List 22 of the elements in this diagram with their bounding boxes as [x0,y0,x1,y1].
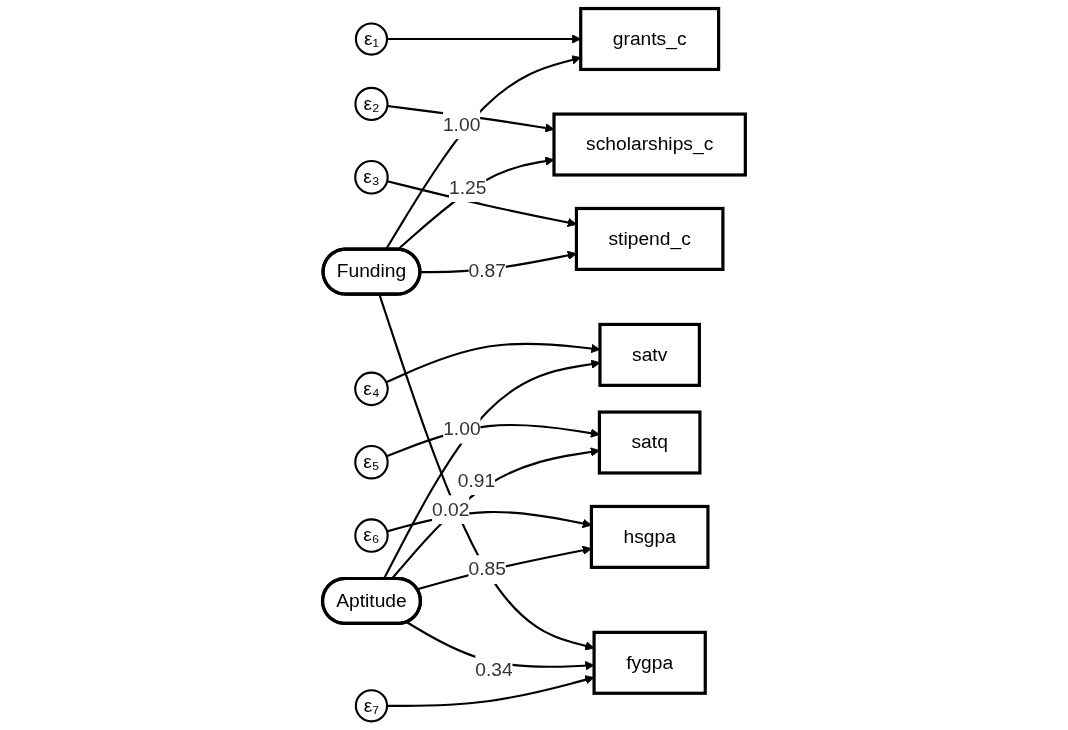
node-box: scholarships_c [552,112,747,177]
node-box: stipend_c [574,206,725,271]
node-box: grants_c [579,6,721,72]
node-circle: ε₂ [354,86,389,122]
node-circle: ε₇ [354,689,389,723]
edge-label: 0.87 [468,260,506,282]
edge-label: 0.34 [475,658,513,680]
node-box: fygpa [592,630,707,695]
node-box: hsgpa [589,504,710,569]
node-circle: ε₆ [354,518,389,553]
node-circle: ε₅ [354,445,389,480]
edge-label: 0.02 [432,498,470,520]
node-box: satv [598,322,701,387]
edge-label: 0.85 [468,558,506,580]
edge-label: 0.91 [457,469,496,491]
edge-label: 1.00 [442,113,481,136]
edge-label: 1.00 [443,418,481,440]
node-box: satq [597,410,702,475]
node-circle: ε₄ [354,371,389,407]
edge-label: 1.25 [449,176,487,198]
node-circle: ε₃ [354,159,389,195]
node-circle: ε₁ [354,22,389,56]
